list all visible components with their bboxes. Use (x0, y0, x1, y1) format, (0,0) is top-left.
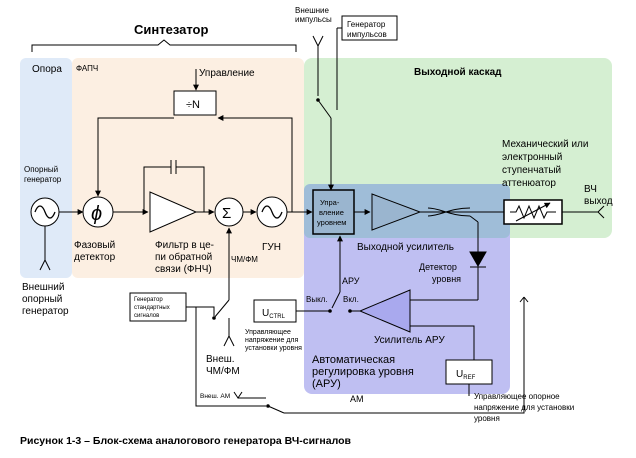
filter-capacitor-icon (143, 160, 205, 212)
level-control-label-1: Упра- (320, 198, 340, 207)
ref-voltage-label-3: уровня (474, 414, 500, 423)
phase-detector-symbol: ϕ (91, 203, 102, 225)
rf-output-connector-icon (597, 205, 605, 219)
filter-label-2: пи обратной (155, 251, 212, 263)
am-switch (267, 405, 285, 414)
synthesizer-title: Синтезатор (134, 22, 208, 37)
filter-label-1: Фильтр в це- (155, 240, 214, 251)
reference-region-label: Опора (32, 64, 62, 75)
vco-to-divider-line (217, 115, 293, 212)
pll-region-label: ФАПЧ (76, 64, 98, 73)
agc-label-2: регулировка уровня (312, 366, 414, 378)
switch-on-label: Вкл. (343, 295, 359, 304)
agc-label-1: Автоматическая (312, 354, 395, 366)
external-am-antenna-icon (233, 391, 266, 399)
level-detector-label-1: Детектор (419, 262, 457, 272)
divider-symbol: ÷N (186, 99, 200, 111)
agc-label-3: (АРУ) (312, 378, 341, 390)
attenuator-label-1: Механический или (502, 139, 588, 150)
attenuator-label-4: аттенюатор (502, 178, 556, 189)
pulse-switch (317, 99, 332, 119)
divider-to-detector-line (95, 117, 174, 197)
am-label: АМ (350, 394, 364, 404)
u-ctrl-label: UCTRL (262, 308, 286, 320)
ref-gen-label-1: Опорный (24, 165, 58, 174)
attenuator-label-3: ступенчатый (502, 165, 561, 176)
level-control-label-2: вление (319, 208, 344, 217)
fm-switch (213, 299, 230, 319)
external-pulses-label-1: Внешние (295, 6, 330, 15)
std-gen-label-2: стандартных (134, 305, 170, 311)
level-control-label-3: уровнем (317, 218, 346, 227)
u-ref-label: UREF (456, 369, 476, 381)
phase-detector-label-1: Фазовый (74, 240, 115, 251)
external-fm-antenna-icon (223, 322, 235, 347)
ref-gen-label-2: генератор (24, 175, 62, 184)
level-control-block (312, 189, 355, 235)
agc-switch (331, 291, 341, 309)
u-ctrl-block (253, 299, 297, 323)
rf-output-label-2: выход (584, 196, 613, 207)
attenuator-label-2: электронный (502, 152, 562, 163)
pll-region (72, 58, 304, 278)
agc-amplifier-label: Усилитель АРУ (374, 335, 445, 346)
level-detector-label-2: уровня (432, 274, 461, 284)
ext-ref-label-1: Внешний (22, 282, 64, 293)
u-ref-block (445, 359, 493, 385)
pulse-generator-label-2: импульсов (347, 30, 387, 39)
agc-amplifier-triangle (358, 289, 411, 333)
vco-label: ГУН (262, 242, 281, 253)
ext-ref-label-3: генератор (22, 306, 69, 317)
output-amplifier-label: Выходной усилитель (357, 242, 454, 253)
synthesizer-brace (31, 39, 297, 52)
ctrl-voltage-label-1: Управляющее (245, 329, 291, 336)
figure-caption: Рисунок 1-3 – Блок-схема аналогового ген… (20, 435, 352, 447)
phase-detector-label-2: детектор (74, 252, 116, 263)
std-gen-label-3: сигналов (134, 313, 159, 319)
loop-filter-triangle (149, 191, 198, 233)
external-pulses-label-2: импульсы (295, 15, 332, 24)
filter-label-3: связи (ФНЧ) (155, 264, 212, 275)
ext-am-label: Внеш. АМ (200, 393, 230, 400)
switch-off-label: Выкл. (306, 295, 328, 304)
external-reference-antenna-icon (39, 226, 51, 271)
std-gen-label-1: Генератор (134, 297, 163, 303)
ext-fm-label-2: ЧМ/ФМ (206, 366, 240, 377)
ctrl-voltage-label-2: напряжение для (245, 337, 299, 344)
directional-coupler-icon (420, 207, 504, 217)
standard-signal-generator-block (129, 292, 187, 322)
control-label: Управление (199, 68, 255, 79)
output-stage-label: Выходной каскад (414, 67, 502, 78)
ext-fm-label-1: Внеш. (206, 354, 235, 365)
pulse-generator-label-1: Генератор (347, 20, 386, 29)
output-amplifier-triangle (371, 193, 422, 231)
attenuator-resistor-icon (510, 204, 556, 220)
ref-voltage-label-1: Управляющее опорное (474, 392, 560, 401)
agc-short-label: АРУ (342, 276, 360, 286)
ctrl-voltage-label-3: установки уровня (245, 345, 302, 352)
external-pulses-antenna-icon (312, 35, 324, 96)
fm-pm-label: ЧМ/ФМ (231, 255, 258, 264)
divider-block (173, 90, 217, 116)
level-detector-diode-icon (469, 251, 487, 268)
rf-output-label-1: ВЧ (584, 184, 597, 195)
ext-ref-label-2: опорный (22, 294, 62, 305)
summer-symbol: Σ (222, 205, 231, 222)
reference-region (20, 58, 72, 278)
